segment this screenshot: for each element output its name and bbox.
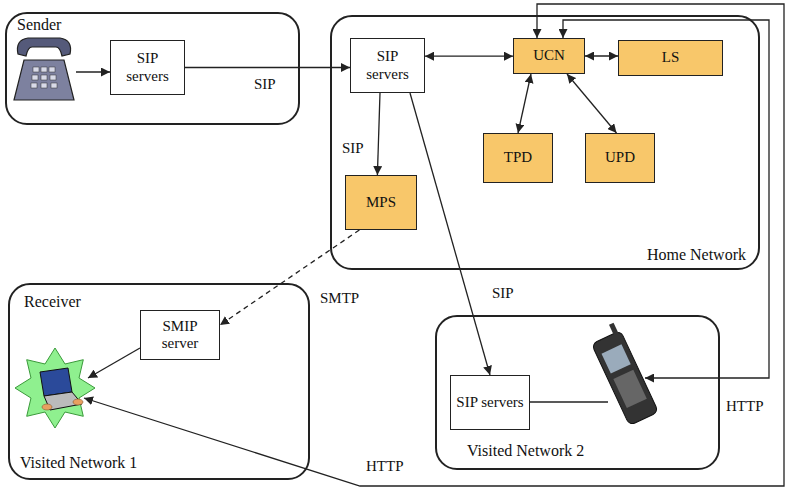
server-box: SIP servers xyxy=(350,38,425,93)
protocol-label: HTTP xyxy=(364,458,406,475)
box-label: UCN xyxy=(533,47,565,64)
highlight-star xyxy=(15,348,95,428)
laptop-screen xyxy=(40,368,72,396)
function-box: UCN xyxy=(513,38,585,74)
http-link xyxy=(84,4,784,486)
connector xyxy=(410,93,490,375)
phone-link xyxy=(76,71,110,72)
function-box: MPS xyxy=(345,175,417,230)
box-label: UPD xyxy=(605,149,635,166)
network-region: ReceiverVisited Network 1 SMIP server xyxy=(8,283,310,480)
protocol-label: SIP xyxy=(490,285,516,302)
phone-body xyxy=(14,60,74,100)
protocol-label: HTTP xyxy=(724,398,766,415)
server-box: SMIP server xyxy=(140,310,220,360)
network-region: Visited Network 2 SIP servers xyxy=(435,315,720,470)
phone-link xyxy=(525,401,608,402)
http-link xyxy=(563,20,769,378)
network-region: SenderSIP servers xyxy=(5,12,300,125)
protocol-label: SIP xyxy=(252,76,278,93)
desk-phone-icon xyxy=(14,38,74,100)
receiver-laptop-icon xyxy=(15,348,95,428)
connector xyxy=(220,230,359,325)
server-box: SIP servers xyxy=(110,40,185,95)
function-box: TPD xyxy=(483,133,553,183)
mobile-phone-icon xyxy=(587,321,658,425)
connector xyxy=(425,56,513,57)
keypad xyxy=(31,67,57,88)
hand xyxy=(42,404,52,410)
hand xyxy=(73,399,83,405)
region-title: Home Network xyxy=(647,246,746,264)
box-label: SMIP server xyxy=(145,318,215,353)
region-title: Visited Network 1 xyxy=(20,454,137,472)
function-box: LS xyxy=(618,40,723,76)
handset xyxy=(17,38,70,56)
delivery-link xyxy=(88,348,140,378)
network-region: Home Network SIP servers UCN LS TPD UPD MPS xyxy=(330,15,760,270)
region-title: Visited Network 2 xyxy=(467,442,584,460)
box-label: SIP servers xyxy=(456,394,523,411)
connector xyxy=(185,67,350,68)
connector xyxy=(585,55,618,56)
box-label: SIP servers xyxy=(355,48,420,83)
connector xyxy=(567,74,617,133)
connector xyxy=(377,93,380,175)
box-label: SIP servers xyxy=(115,50,180,85)
connector xyxy=(518,74,531,133)
protocol-label: SIP xyxy=(340,140,366,157)
function-box: UPD xyxy=(585,133,655,183)
box-label: LS xyxy=(662,49,680,66)
box-label: MPS xyxy=(366,194,396,211)
box-label: TPD xyxy=(504,149,532,166)
protocol-label: SMTP xyxy=(318,290,361,307)
region-title: Receiver xyxy=(24,293,81,311)
region-title: Sender xyxy=(17,16,61,34)
server-box: SIP servers xyxy=(450,375,530,430)
